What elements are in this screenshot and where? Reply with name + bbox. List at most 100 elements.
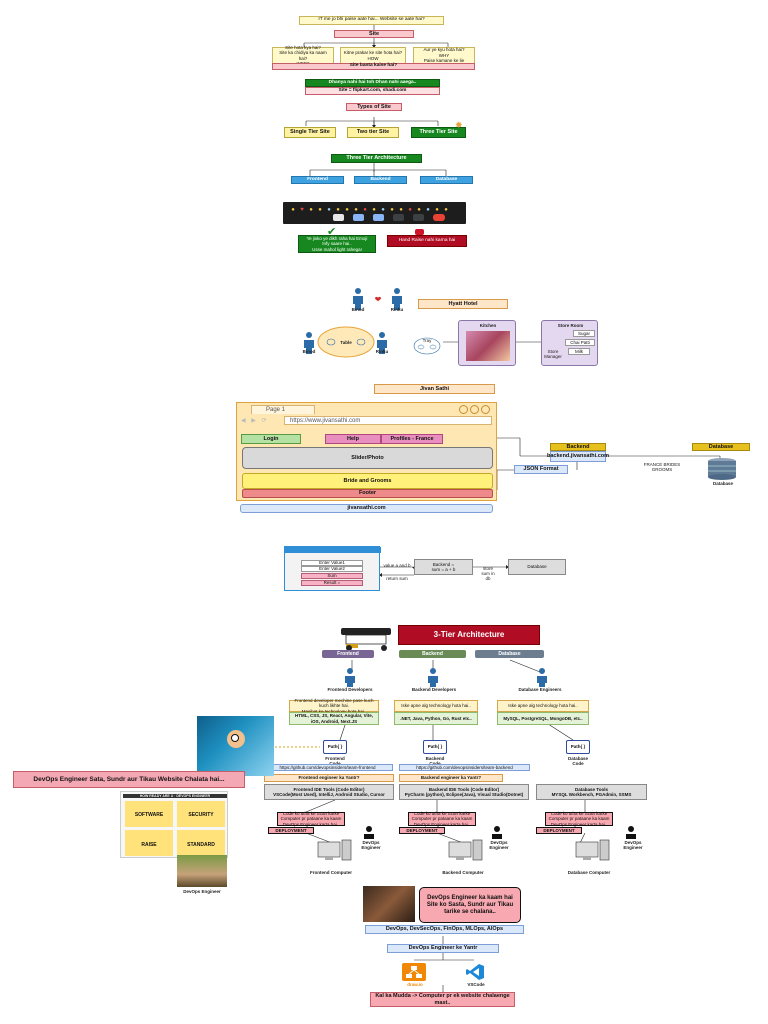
calculator-window: Enter Value1 Enter Value2 Sum Result =: [284, 546, 381, 591]
hyatt-hotel-box: Hyatt Hotel: [418, 299, 508, 309]
value1-input[interactable]: Enter Value1: [301, 560, 363, 566]
close-icon[interactable]: [481, 405, 490, 414]
maximize-icon[interactable]: [470, 405, 479, 414]
meme-grid: HOW READY ARE U · DEVOPS ENGINEER SECURI…: [120, 791, 228, 858]
nav-arrows-icon[interactable]: ◀ ▶ ⟳: [241, 418, 269, 424]
calc-backend-box: Backend = sum = a + b: [414, 559, 473, 575]
arch-backend-pill: Backend: [399, 650, 466, 658]
frontend-developers-label: Frontend Developers: [327, 687, 373, 692]
frontend-code-label: Frontend Code: [325, 756, 345, 766]
site-what-box: Site hota kya hai? Site ka chidiya ka na…: [272, 45, 334, 66]
database-label: Database: [712, 481, 733, 486]
send-values-label: value a and b: [383, 563, 411, 568]
arch-database-pill: Database: [475, 650, 544, 658]
frontend-code-icon: Path{ }: [323, 740, 347, 754]
backend-url-box: backend.jivansathi.com: [547, 451, 609, 462]
no-hand-icon: [415, 229, 424, 235]
checkmark-icon: ✔: [327, 226, 337, 238]
return-sum-label: return sum: [386, 576, 408, 581]
devops-engineer-photo: [177, 855, 227, 887]
meme-row-1: HOW READY ARE U · DEVOPS ENGINEER: [123, 794, 227, 798]
arch-frontend-pill: Frontend: [322, 650, 374, 658]
query-label: FRANCE BRIDES GROOMS: [643, 462, 681, 472]
devops-role-box: DevOps Engineer ka kaam hai Site ko Sast…: [419, 887, 521, 923]
svg-text:●: ●: [426, 207, 430, 213]
tray-label: Tray: [422, 338, 432, 343]
store-room-label: Store Room: [557, 323, 584, 328]
eye-icon: [231, 734, 239, 742]
hero-photo: [363, 886, 415, 922]
frontend-tools-box: Frontend IDE Tools (Code Editor) VSCode(…: [264, 784, 394, 800]
sum-button[interactable]: Sum: [301, 573, 363, 579]
database-engineers-label: Database Engineers: [518, 687, 562, 692]
profiles-button[interactable]: Profiles - France: [381, 434, 443, 444]
store-room-box: Store Room Sugar Chai Patti Milk Store M…: [541, 320, 598, 366]
site-why-box: Aur ye kyu hota hai? WHY Paise kamane ke…: [413, 47, 475, 64]
database-header: Database: [692, 443, 750, 451]
backend-devops-label: DevOps Engineer: [489, 840, 509, 850]
frontend-devops-label: DevOps Engineer: [361, 840, 381, 850]
emoji-note: Ye jisko ye dikh raha hai Emoji Infy saa…: [298, 235, 376, 253]
svg-text:●: ●: [372, 207, 376, 213]
database-code-icon: Path{ }: [566, 740, 590, 754]
frontend-yantr-box: Frontend engineer ka Yantr?: [264, 774, 394, 782]
svg-text:●: ●: [363, 207, 367, 213]
svg-text:●: ●: [345, 207, 349, 213]
site-box: Site: [334, 30, 414, 38]
backend-developers-label: Backend Developers: [411, 687, 457, 692]
database-description: Iske apne alg technology hota hai..: [497, 700, 589, 712]
database-tech: MySQL, PostgreSQL, MongoDB, etc..: [497, 712, 589, 725]
jivansathi-caption: jivansathi.com: [240, 504, 493, 513]
backend-header: Backend: [550, 443, 606, 451]
database-code-label: Database Code: [567, 756, 588, 766]
milk-item: Milk: [568, 348, 590, 355]
drawio-label: draw.io: [407, 982, 423, 987]
svg-text:●: ●: [327, 207, 331, 213]
result-display: Result =: [301, 580, 363, 586]
svg-text:●: ●: [354, 207, 358, 213]
address-bar[interactable]: https://www.jivansathi.com: [284, 416, 492, 425]
jivan-sathi-title: Jivan Sathi: [374, 384, 495, 394]
drawio-icon: [402, 963, 426, 981]
svg-text:❤: ❤: [375, 295, 382, 304]
browser-tab[interactable]: Page 1: [251, 405, 315, 414]
slider-photo[interactable]: Slider/Photo: [242, 447, 493, 469]
three-tier-box: Three Tier Site: [411, 127, 466, 138]
json-format-box: JSON Format: [514, 465, 568, 474]
meme-security: SECURITY: [188, 812, 214, 818]
help-button[interactable]: Help: [325, 434, 381, 444]
backend-repo-link[interactable]: https://github.com/devopsinsiders/team-b…: [399, 764, 530, 771]
vscode-label: VSCode: [467, 982, 485, 987]
svg-text:●: ●: [318, 207, 322, 213]
hand-raise-note: Hand Raise nahi karna hai: [387, 235, 467, 247]
database-devops-label: DevOps Engineer: [623, 840, 643, 850]
database-pill: Database: [420, 176, 473, 184]
meme-standard: STANDARD: [187, 842, 215, 848]
frontend-computer-label: Frontend Computer: [310, 870, 352, 875]
store-manager-label: Store Manager: [544, 349, 562, 359]
svg-text:●: ●: [381, 207, 385, 213]
backend-tools-box: Backend IDE Tools (Code Editor) PyCharm …: [399, 784, 529, 800]
three-tier-architecture-box: Three Tier Architecture: [331, 154, 422, 163]
svg-text:●: ●: [435, 207, 439, 213]
devops-banner: DevOps Engineer Sata, Sundr aur Tikau We…: [13, 771, 245, 788]
backend-yantr-box: Backend engineer ka Yantr?: [399, 774, 503, 782]
svg-text:●: ●: [408, 207, 412, 213]
value2-input[interactable]: Enter Value2: [301, 566, 363, 572]
frontend-deploy-note: Code ko utha ke Scan karke Computer pr p…: [277, 811, 345, 827]
svg-text:♥: ♥: [300, 207, 304, 213]
svg-text:●: ●: [309, 207, 313, 213]
types-of-site-box: Types of Site: [346, 103, 402, 111]
frontend-deployment-tag: DEPLOYMENT: [268, 827, 314, 834]
calculator-titlebar: [285, 547, 381, 553]
meme-raise: RAISE: [141, 842, 157, 848]
bride-grooms-section[interactable]: Bride and Grooms: [242, 473, 493, 489]
meeting-toolbar: ● ♥ ● ● ● ● ● ● ● ● ● ● ● ● ● ● ● ●: [283, 202, 466, 224]
minimize-icon[interactable]: [459, 405, 468, 414]
login-button[interactable]: Login: [241, 434, 301, 444]
